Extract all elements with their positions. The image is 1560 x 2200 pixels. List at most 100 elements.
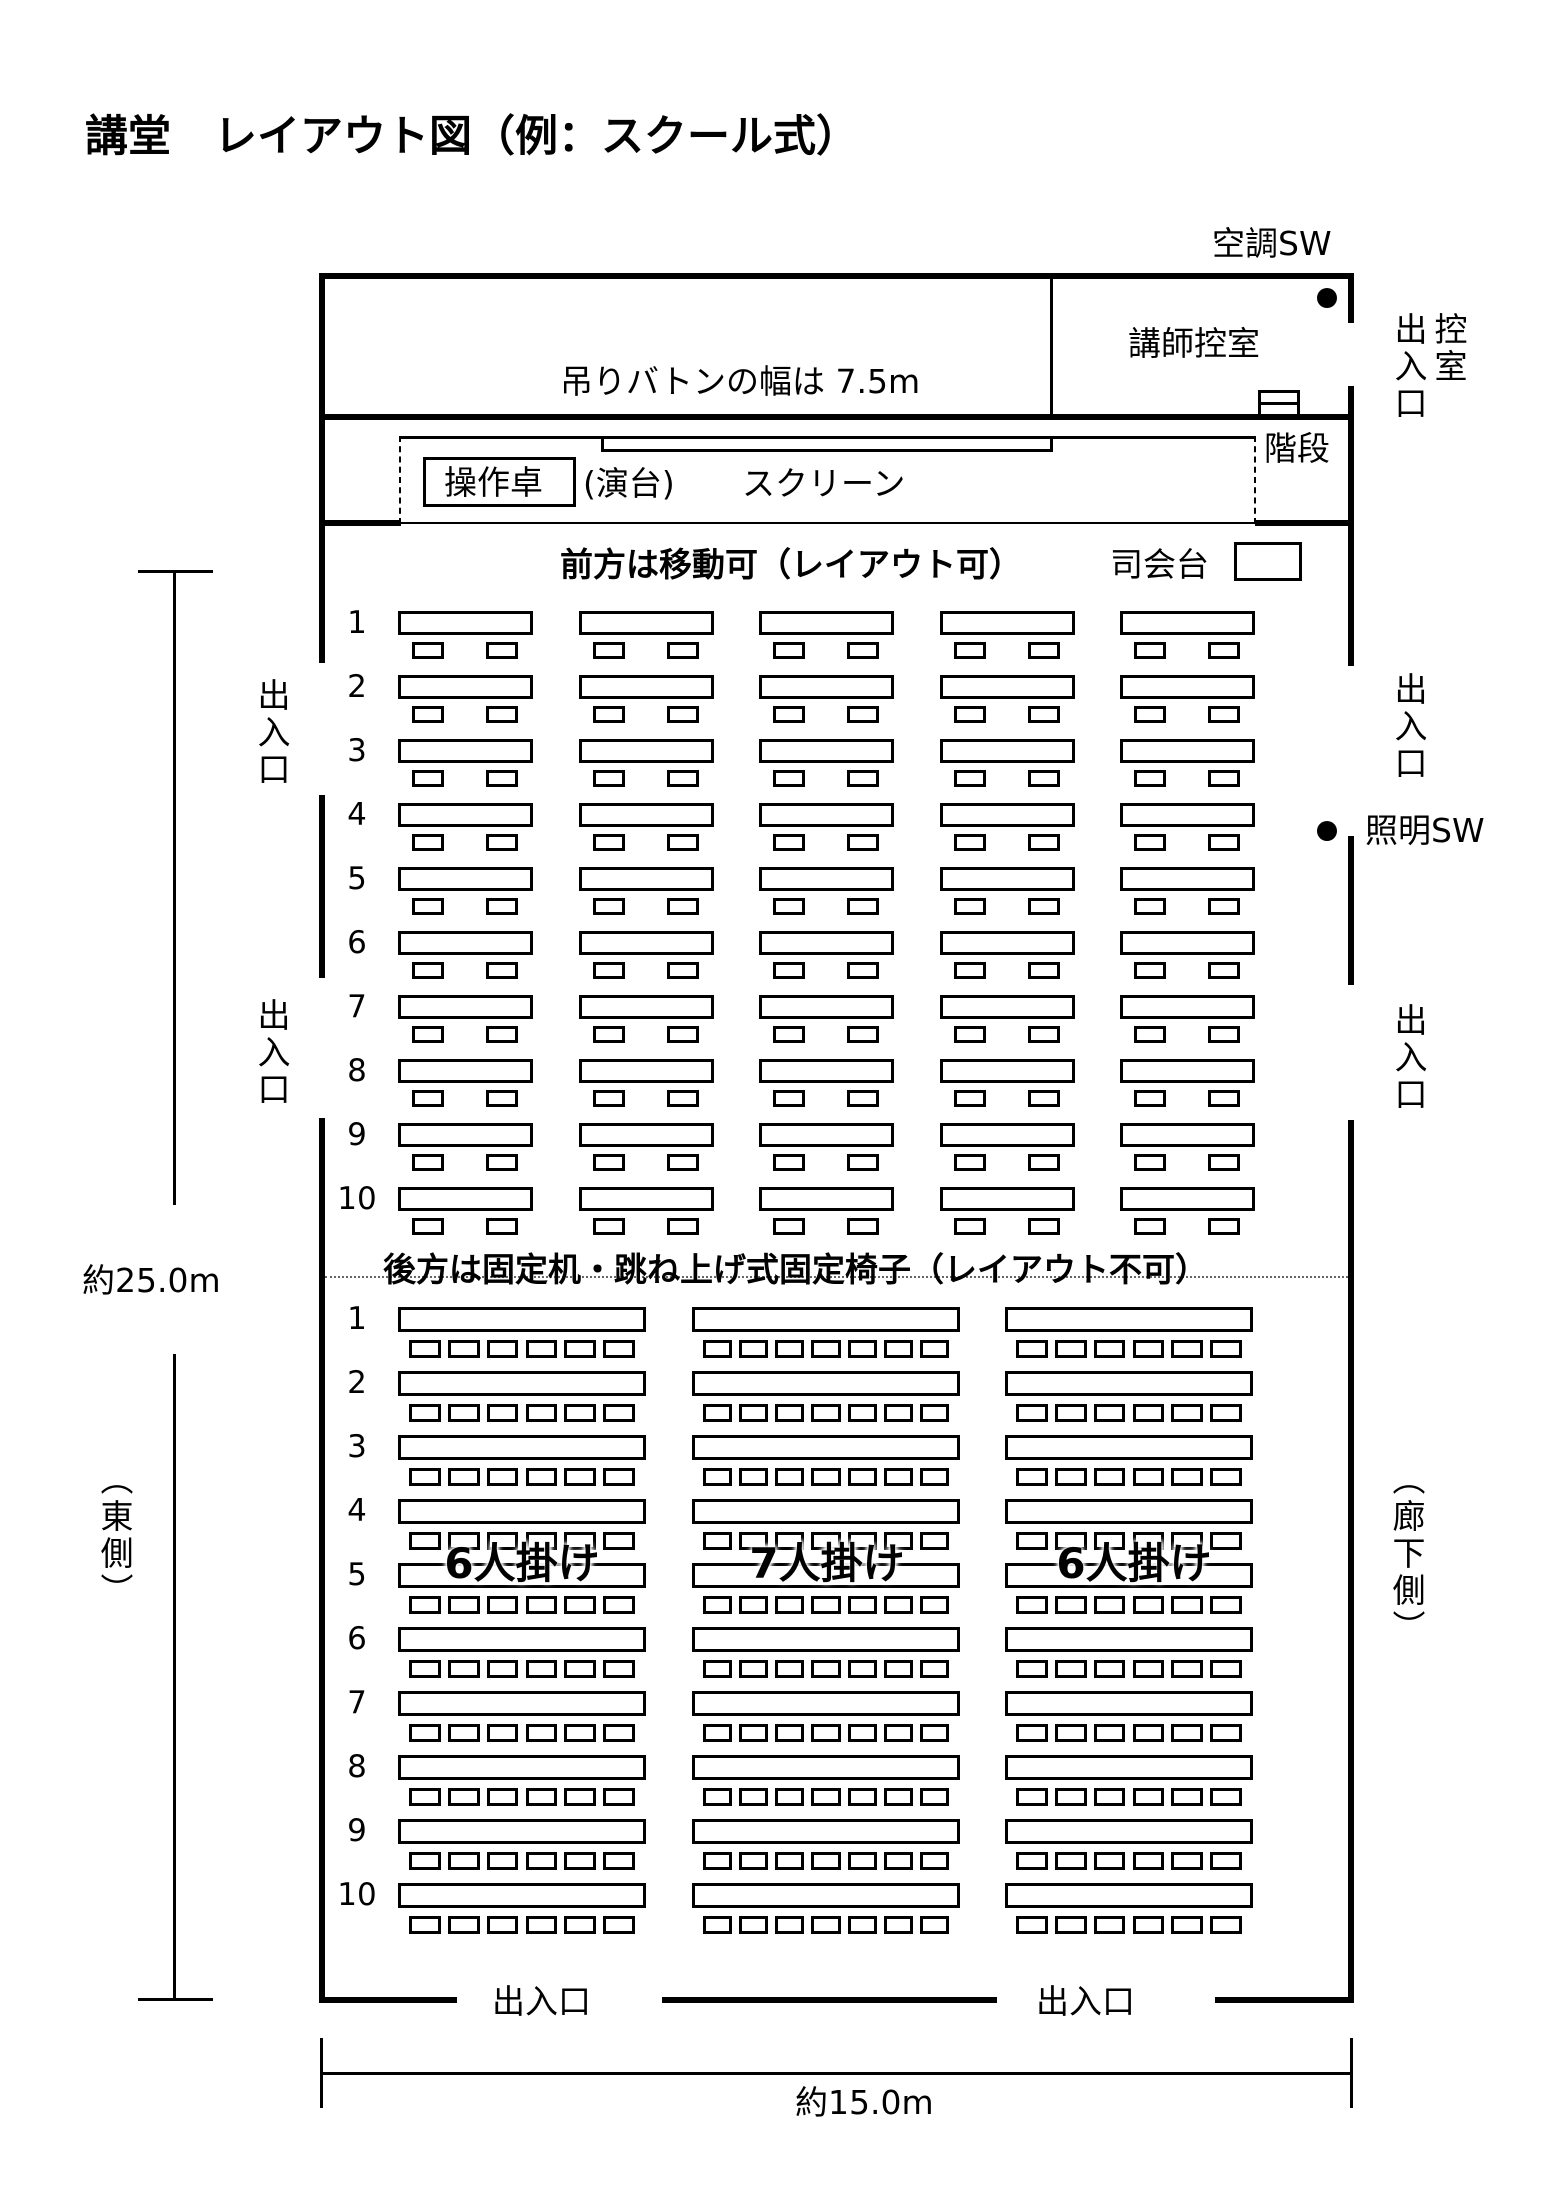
desk <box>579 1123 714 1147</box>
fixed-seat <box>1171 1788 1204 1806</box>
desk <box>579 867 714 891</box>
fixed-desk <box>692 1691 960 1716</box>
fixed-desk <box>1005 1755 1253 1780</box>
chair <box>1134 770 1166 787</box>
desk <box>1120 995 1255 1019</box>
fixed-seat <box>847 1340 877 1358</box>
fixed-seat <box>919 1532 949 1550</box>
podium-label: (演台) <box>583 464 675 503</box>
fixed-seat <box>775 1404 805 1422</box>
wall-left <box>319 1118 325 2003</box>
aircon-switch-icon[interactable] <box>1317 288 1337 308</box>
chair <box>954 1090 986 1107</box>
fixed-seat <box>603 1724 635 1742</box>
fixed-seat <box>703 1340 733 1358</box>
lecturer-room-label: 講師控室 <box>1128 324 1260 363</box>
row-number: 3 <box>347 1429 367 1465</box>
chair <box>1208 834 1240 851</box>
fixed-desk <box>398 1883 646 1908</box>
fixed-seat <box>1093 1660 1126 1678</box>
chair <box>486 642 518 659</box>
chair <box>1028 1026 1060 1043</box>
chair <box>412 834 444 851</box>
fixed-seat <box>703 1916 733 1934</box>
wall-left <box>319 795 325 978</box>
chair <box>954 1218 986 1235</box>
desk <box>759 803 894 827</box>
fixed-seat <box>775 1916 805 1934</box>
fixed-desk <box>1005 1435 1253 1460</box>
fixed-seat <box>603 1660 635 1678</box>
stage-front-edge <box>319 520 401 526</box>
chair <box>1208 962 1240 979</box>
exit-label: 出入口 <box>1036 1982 1135 2021</box>
fixed-seat <box>564 1468 597 1486</box>
row-number: 7 <box>347 1685 367 1721</box>
fixed-seat <box>739 1916 769 1934</box>
desk <box>940 995 1075 1019</box>
chair <box>667 770 699 787</box>
fixed-desk <box>398 1371 646 1396</box>
chair <box>667 1026 699 1043</box>
fixed-seat <box>811 1404 841 1422</box>
lighting-switch-icon[interactable] <box>1317 821 1337 841</box>
fixed-seat <box>1171 1340 1204 1358</box>
fixed-seat <box>883 1404 913 1422</box>
control-desk: 操作卓 <box>423 457 576 507</box>
fixed-seat <box>739 1468 769 1486</box>
fixed-seat <box>775 1532 805 1550</box>
fixed-seat <box>1054 1468 1087 1486</box>
fixed-seat <box>1093 1852 1126 1870</box>
chair <box>667 706 699 723</box>
fixed-seat <box>447 1340 480 1358</box>
fixed-seat <box>883 1340 913 1358</box>
chair <box>667 1218 699 1235</box>
fixed-seat <box>409 1596 441 1614</box>
fixed-seat <box>409 1724 441 1742</box>
chair <box>1208 1026 1240 1043</box>
exit-label: 出入口 <box>492 1982 591 2021</box>
desk <box>759 1187 894 1211</box>
chair <box>486 962 518 979</box>
fixed-seat <box>919 1788 949 1806</box>
fixed-seat <box>1054 1404 1087 1422</box>
desk <box>1120 675 1255 699</box>
desk <box>398 803 533 827</box>
fixed-seat <box>525 1596 558 1614</box>
chair <box>593 962 625 979</box>
chair <box>1028 834 1060 851</box>
exit-label: 出入口 <box>252 678 291 789</box>
chair <box>1028 1218 1060 1235</box>
chair <box>954 770 986 787</box>
fixed-seat <box>447 1852 480 1870</box>
fixed-seat <box>1093 1468 1126 1486</box>
row-number: 10 <box>337 1877 377 1913</box>
desk <box>579 739 714 763</box>
front-heading: 前方は移動可（レイアウト可） <box>560 545 1022 584</box>
desk <box>759 675 894 699</box>
fixed-desk <box>692 1819 960 1844</box>
fixed-seat <box>1210 1404 1242 1422</box>
desk <box>940 739 1075 763</box>
fixed-desk <box>1005 1627 1253 1652</box>
fixed-seat <box>486 1404 519 1422</box>
chair <box>667 898 699 915</box>
fixed-seat <box>703 1532 733 1550</box>
fixed-desk <box>398 1499 646 1524</box>
fixed-seat <box>1132 1340 1165 1358</box>
fixed-seat <box>1171 1596 1204 1614</box>
row-number: 3 <box>347 733 367 769</box>
desk <box>398 739 533 763</box>
fixed-seat <box>1132 1788 1165 1806</box>
fixed-seat <box>739 1340 769 1358</box>
fixed-seat <box>811 1596 841 1614</box>
chair <box>1028 962 1060 979</box>
fixed-seat <box>883 1468 913 1486</box>
desk <box>759 739 894 763</box>
chair <box>593 898 625 915</box>
fixed-seat <box>409 1916 441 1934</box>
row-number: 4 <box>347 1493 367 1529</box>
desk <box>940 931 1075 955</box>
fixed-seat <box>775 1340 805 1358</box>
chair <box>954 898 986 915</box>
